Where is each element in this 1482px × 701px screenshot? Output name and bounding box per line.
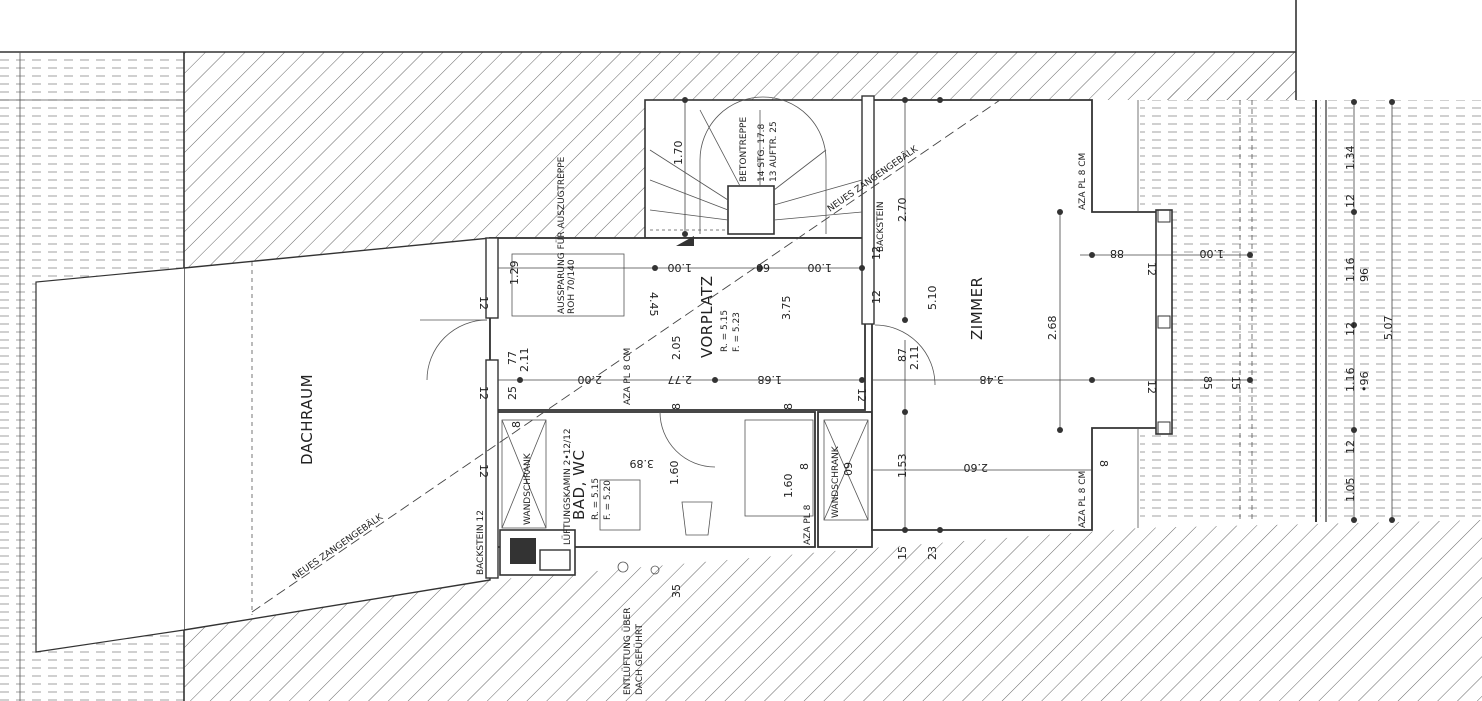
backstein-left-label: BACKSTEIN 12 — [476, 510, 486, 575]
dim-1-60-a: 1.60 — [668, 461, 681, 486]
vorplatz-r-note: R. = 5.15 — [720, 310, 730, 352]
dimension-dots — [517, 97, 1395, 533]
dim-12-r2: 12 — [1344, 322, 1357, 336]
stufen-label-a: 14 STG. 17.8 — [757, 123, 767, 182]
dim-35: 35 — [670, 584, 683, 598]
aza-label-c: AZA PL 8 CM — [1078, 471, 1088, 528]
dim-1-70: 1.70 — [672, 141, 685, 166]
dim-12-h: 12 — [1145, 380, 1158, 394]
dim-87: 87 — [896, 348, 909, 362]
dim-12-f: 12 — [477, 464, 490, 478]
dim-8-a: 8 — [510, 421, 523, 428]
aza-label-d: AZA PL 8 — [803, 504, 813, 545]
dim-12-b: 12 — [870, 290, 883, 304]
dim-4-45: 4.45 — [647, 292, 660, 317]
dim-15-a: 15 — [1229, 376, 1242, 390]
dim-1-00-a: 1.00 — [668, 261, 693, 274]
dim-2-00: 2.00 — [578, 373, 603, 386]
dim-77: 77 — [506, 351, 519, 365]
dim-1-16-a: 1.16 — [1344, 258, 1357, 283]
dim-5-10: 5.10 — [926, 286, 939, 311]
lueftungskamin-label: LÜFTUNGSKAMIN 2•12/12 — [562, 428, 573, 545]
dim-12-d: 12 — [477, 296, 490, 310]
entlueftung-label-a: ENTLÜFTUNG ÜBER — [622, 608, 633, 695]
door-swings — [420, 319, 936, 468]
dim-96-b: •96 — [1358, 372, 1371, 393]
dim-60: 60 — [756, 261, 770, 274]
dim-2-05: 2.05 — [670, 336, 683, 361]
dim-2-68: 2.68 — [1046, 316, 1059, 341]
wandschrank-left-label: WANDSCHRANK — [523, 452, 533, 525]
room-dachraum: DACHRAUM — [298, 374, 316, 465]
dachraum-area — [35, 237, 491, 653]
dim-12-c: 12 — [855, 388, 868, 402]
dim-1-00-b: 1.00 — [808, 261, 833, 274]
dim-1-29: 1.29 — [508, 261, 521, 286]
dim-1-68: 1.68 — [758, 373, 783, 386]
bath-fixtures — [501, 419, 869, 575]
dim-2-60: 2.60 — [964, 461, 989, 474]
dim-8-c: 8 — [782, 403, 795, 410]
dim-1-00-c: 1.00 — [1200, 247, 1225, 260]
dim-15-b: 15 — [896, 546, 909, 560]
aza-label-a: AZA PL 8 CM — [623, 348, 633, 405]
dim-85: 85 — [1201, 376, 1214, 390]
dim-1-34: 1.34 — [1344, 146, 1357, 171]
dim-88: 88 — [1110, 247, 1124, 260]
dim-12-e: 12 — [477, 386, 490, 400]
dim-8-d: 8 — [798, 463, 811, 470]
aussparung-opening — [511, 253, 625, 317]
dim-96-a: 96 — [1358, 268, 1371, 282]
betontreppe-label: BETONTREPPE — [739, 117, 749, 182]
dim-3-48: 3.48 — [980, 373, 1005, 386]
dim-2-11-b: 2.11 — [908, 346, 921, 371]
entlueftung-label-b: DACH GEFÜHRT — [634, 624, 645, 695]
dim-12-a: 12 — [870, 246, 883, 260]
room-bad-wc: BAD, WC — [570, 450, 588, 520]
dim-3-89: 3.89 — [630, 457, 655, 470]
bad-r-note: R. = 5.15 — [591, 478, 601, 520]
dim-23: 23 — [926, 546, 939, 560]
dim-12-r3: 12 — [1344, 440, 1357, 454]
dim-8-b: 8 — [670, 403, 683, 410]
aza-label-b: AZA PL 8 CM — [1078, 153, 1088, 210]
dim-8-e: 8 — [1097, 460, 1110, 467]
spiral-staircase — [649, 96, 863, 246]
zangengebaelk-lines — [251, 99, 1001, 613]
dim-2-77: 2.77 — [668, 373, 693, 386]
dimension-lines — [498, 100, 1393, 530]
vorplatz-f-note: F. = 5.23 — [732, 312, 742, 352]
wandschrank-right-label: WANDSCHRANK — [831, 445, 841, 518]
room-zimmer: ZIMMER — [968, 277, 986, 340]
dim-2-11-a: 2.11 — [518, 348, 531, 373]
dim-1-60-b: 1.60 — [782, 474, 795, 499]
dim-1-53: 1.53 — [896, 454, 909, 479]
dim-1-05: 1.05 — [1344, 478, 1357, 503]
dim-60-b: 60 — [841, 462, 854, 476]
dim-12-g: 12 — [1145, 262, 1158, 276]
backstein-mid-label: BACKSTEIN — [876, 201, 886, 252]
stufen-label-b: 13 AUFTR. 25 — [769, 121, 779, 182]
dim-12-r1: 12 — [1344, 194, 1357, 208]
dim-5-07: 5.07 — [1382, 316, 1395, 341]
dim-1-16-b: 1.16 — [1344, 368, 1357, 393]
dim-3-75: 3.75 — [780, 296, 793, 321]
bad-f-note: F. = 5.20 — [603, 480, 613, 520]
roh-label: ROH 70/140 — [567, 259, 577, 314]
aussparung-label: AUSSPARUNG FÜR AUSZUGTREPPE — [556, 156, 567, 314]
room-vorplatz: VORPLATZ — [698, 275, 716, 358]
dim-2-70: 2.70 — [896, 198, 909, 223]
dim-25: 25 — [506, 386, 519, 400]
